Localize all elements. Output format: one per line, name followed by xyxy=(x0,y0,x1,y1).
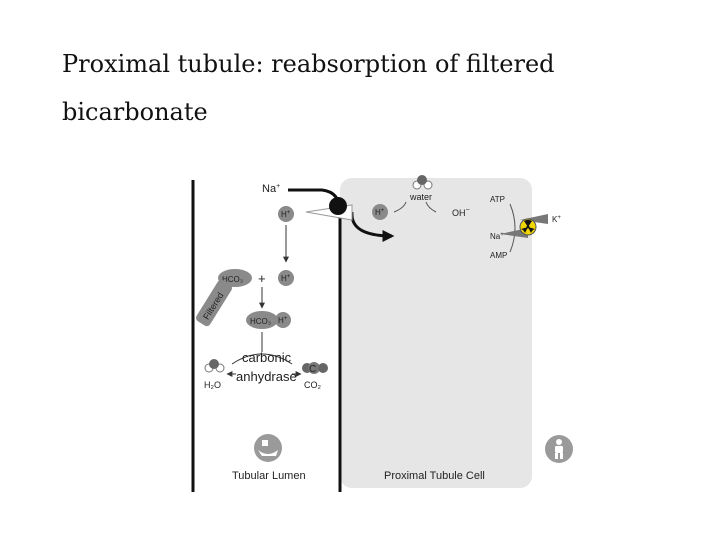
atp-label: ATP xyxy=(490,195,505,204)
svg-text:H+: H+ xyxy=(281,210,291,219)
slide-title: Proximal tubule: reabsorption of filtere… xyxy=(62,40,682,136)
atp-to-amp-arrow xyxy=(509,203,516,253)
water-molecule xyxy=(412,175,433,190)
amp-label: AMP xyxy=(490,251,507,260)
svg-text:H+: H+ xyxy=(281,274,291,283)
pump-sodium-label: Na+ xyxy=(490,232,504,241)
potassium-label: K+ xyxy=(552,215,561,224)
na-h-antiporter xyxy=(305,197,353,221)
plus-sign: + xyxy=(258,271,266,286)
radiation-icon xyxy=(521,219,535,233)
apical-membrane xyxy=(288,188,342,492)
slide-title-line-1: Proximal tubule: reabsorption of filtere… xyxy=(62,50,555,78)
person-icon xyxy=(545,435,573,463)
tubular-lumen-label: Tubular Lumen xyxy=(232,470,306,482)
proximal-tubule-cell xyxy=(340,178,532,488)
h-ion-lumen-2: H+ xyxy=(278,270,294,286)
water-label: water xyxy=(409,192,432,202)
svg-text:H+: H+ xyxy=(375,208,385,217)
svg-text:C: C xyxy=(309,364,316,375)
svg-text:HCO₃: HCO₃ xyxy=(222,275,243,284)
filtered-tag: Filtered xyxy=(196,279,232,327)
slide-title-line-2: bicarbonate xyxy=(62,98,208,126)
na-k-pump xyxy=(500,214,548,238)
carbonic-split-bracket xyxy=(231,332,293,365)
carbonic-label: carbonic xyxy=(242,350,292,365)
anhydrase-label: anhydrase xyxy=(236,369,297,384)
co2-molecule: C xyxy=(302,362,328,375)
h2o-molecule xyxy=(204,359,225,373)
h-ion-lumen: H+ xyxy=(278,206,294,222)
co2-label: CO₂ xyxy=(304,380,322,390)
h2o-label: H₂O xyxy=(204,380,221,390)
svg-text:HCO₃: HCO₃ xyxy=(250,317,271,326)
sodium-label: Na+ xyxy=(262,183,280,195)
toilet-icon xyxy=(254,434,282,462)
svg-text:H+: H+ xyxy=(278,316,288,325)
h-ion-cell: H+ xyxy=(372,204,388,220)
hydroxide-label: OH− xyxy=(452,207,470,218)
water-split-bracket xyxy=(393,201,437,213)
proximal-tubule-cell-label: Proximal Tubule Cell xyxy=(384,470,485,482)
carbonic-acid-complex: HCO₃ H+ xyxy=(246,311,291,329)
bicarbonate-molecule: HCO₃ xyxy=(218,269,252,287)
